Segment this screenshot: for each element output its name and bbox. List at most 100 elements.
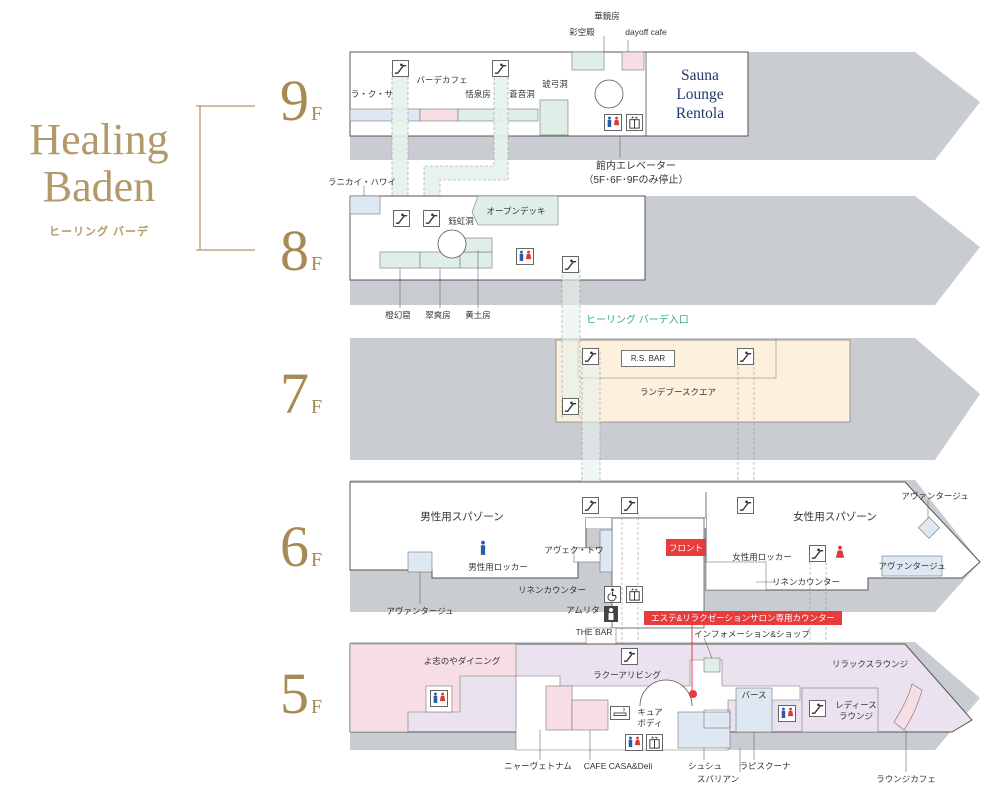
floor-number: 7 — [280, 361, 309, 426]
escalator-icon — [562, 256, 579, 273]
elevator-note-sub: （5F･6F･9Fのみ停止） — [583, 175, 689, 186]
floor-number: 6 — [280, 514, 309, 579]
room-label: 黄土房 — [465, 310, 491, 320]
room-label: 琥弓洞 — [542, 79, 568, 89]
escalator-icon — [621, 648, 638, 665]
area-label: ランデブースクエア — [639, 387, 717, 397]
elevator-icon — [626, 586, 643, 603]
escalator-icon — [423, 210, 440, 227]
brand-subtitle: ヒーリング バーデ — [48, 226, 150, 238]
floor-number: 5 — [280, 661, 309, 726]
mens-locker: 男性用ロッカー — [468, 562, 528, 572]
spalian: スパリアン — [696, 774, 740, 784]
avantage-label: アヴァンタージュ — [386, 606, 454, 616]
elevator-icon — [626, 114, 643, 131]
escalator-icon — [737, 497, 754, 514]
floor-number: 9 — [280, 68, 309, 133]
chouchou: シュシュ — [687, 761, 723, 771]
room-label: オープンデッキ — [486, 206, 546, 216]
restroom-icon — [778, 705, 796, 722]
nha-vietnam: ニャーヴェトナム — [504, 761, 572, 771]
avantage-label: アヴァンタージュ — [901, 491, 969, 501]
info-shop: インフォメーション&ショップ — [694, 629, 810, 639]
room-label: 翠爽房 — [425, 310, 451, 320]
sauna-line: Rentola — [675, 105, 725, 122]
linen-counter: リネンカウンター — [771, 577, 841, 587]
brand-title-line1: Healing — [29, 115, 169, 164]
restroom-icon — [516, 248, 534, 265]
floor-number: 8 — [280, 218, 309, 283]
room-label: バーデカフェ — [416, 75, 468, 85]
escalator-icon — [737, 348, 754, 365]
ladies-lounge-2: ラウンジ — [838, 711, 874, 721]
ladies-lounge: レディース — [835, 700, 877, 710]
escalator-icon — [809, 545, 826, 562]
escalator-icon — [392, 60, 409, 77]
floor-suffix: F — [311, 253, 323, 275]
room-label: ラ・ク・サ — [350, 89, 394, 99]
womens-spa-zone: 女性用スパゾーン — [793, 511, 877, 523]
escalator-icon — [582, 497, 599, 514]
room-label: 彩空殿 — [569, 27, 595, 37]
escalator-icon — [582, 348, 599, 365]
escalator-icon — [809, 700, 826, 717]
room-label: 鈺虹洞 — [448, 216, 474, 226]
avec-toi: アヴェク・トワ — [544, 545, 604, 555]
yoshinoya-dining: よ志のやダイニング — [423, 656, 501, 666]
wheelchair-icon — [604, 586, 621, 603]
rs-bar: R.S. BAR — [621, 350, 675, 367]
cafe-casa-deli: CAFE CASA&Deli — [583, 761, 653, 771]
the-bar: THE BAR — [575, 627, 613, 637]
room-label: ラニカイ・ハワイ — [327, 177, 397, 187]
brand-bracket — [196, 105, 255, 251]
restroom-icon — [430, 690, 448, 707]
cure-body-2: ボディ — [637, 718, 663, 728]
escalator-icon — [621, 497, 638, 514]
escalator-icon — [492, 60, 509, 77]
womens-restroom-icon — [833, 545, 847, 562]
floor-suffix: F — [311, 396, 323, 418]
sauna-line: Lounge — [676, 86, 724, 103]
lounge-cafe: ラウンジカフェ — [876, 774, 936, 784]
sauna-line: Sauna — [681, 67, 719, 84]
escalator-icon — [393, 210, 410, 227]
avantage-label: アヴァンタージュ — [878, 561, 946, 571]
escalator-icon — [562, 398, 579, 415]
sauna-lounge-name: Sauna Lounge Rentola — [650, 66, 750, 123]
entrance-label: ヒーリング バーデ入口 — [586, 315, 689, 326]
floor-suffix: F — [311, 696, 323, 718]
room-label: dayoff cafe — [625, 27, 667, 37]
front-desk: フロント — [666, 539, 706, 556]
floor-7-plan — [555, 339, 851, 423]
restroom-icon — [625, 734, 643, 751]
elevator-icon — [646, 734, 663, 751]
room-label: 蒼音洞 — [509, 89, 535, 99]
room-label: 華鏡房 — [594, 11, 620, 21]
womens-locker: 女性用ロッカー — [732, 552, 792, 562]
room-label: 恬泉房 — [465, 89, 491, 99]
laqua-living: ラクーアリビング — [593, 670, 661, 680]
floor-suffix: F — [311, 549, 323, 571]
mens-spa-zone: 男性用スパゾーン — [420, 511, 504, 523]
brand-title: Healing Baden — [10, 116, 188, 210]
amrita: アムリタ — [566, 605, 600, 615]
brand-title-line2: Baden — [42, 162, 156, 211]
person-icon — [604, 606, 618, 622]
mens-restroom-icon — [476, 540, 490, 557]
bath: バース — [741, 690, 767, 700]
smoking-icon — [610, 706, 630, 720]
linen-counter: リネンカウンター — [517, 585, 587, 595]
elevator-note: 館内エレベーター — [596, 161, 676, 172]
lapis-cuna: ラピスクーナ — [739, 761, 791, 771]
restroom-icon — [604, 114, 622, 131]
room-label: 橙幻窟 — [385, 310, 411, 320]
floor-suffix: F — [311, 103, 323, 125]
cure-body: キュア — [637, 707, 663, 717]
esthetic-counter: エステ&リラクゼーションサロン専用カウンター — [644, 611, 842, 625]
